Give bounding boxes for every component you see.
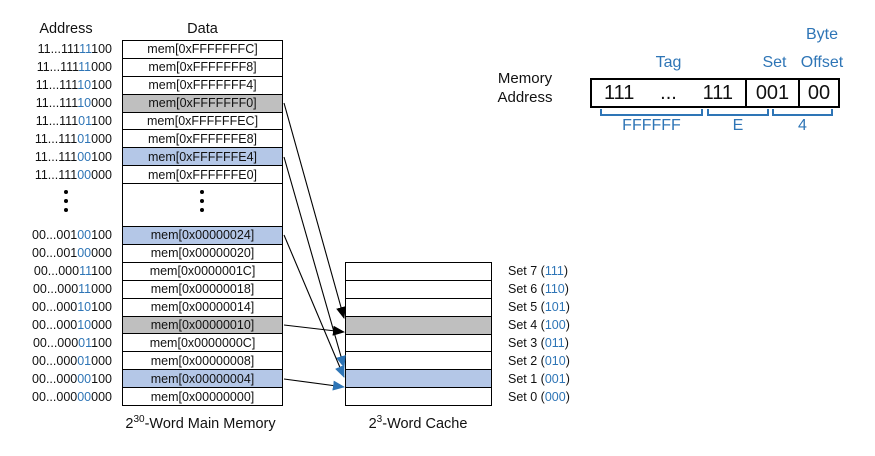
offset-field-value: 00 (798, 80, 838, 106)
memory-cell: mem[0x00000008] (123, 351, 282, 369)
main-memory-ellipsis-section (122, 184, 283, 226)
memory-cell: mem[0x00000018] (123, 279, 282, 298)
address-label: 00...00010000 (32, 318, 112, 332)
address-label: 00...00001000 (32, 354, 112, 368)
address-label: 11...11110100 (35, 78, 112, 92)
address-label: 00...00010100 (32, 300, 112, 314)
hex-group-value: E (732, 117, 744, 134)
cache-set-label: Set 2 (010) (508, 354, 570, 368)
byte-field-label: Byte (805, 26, 838, 43)
cache-set-labels: Set 7 (111) Set 6 (110) Set 5 (101) Set 4 (… (508, 262, 570, 406)
memory-cell: mem[0xFFFFFFF4] (123, 75, 282, 94)
memory-cell: mem[0xFFFFFFF0] (123, 93, 282, 112)
cache-set-label: Set 5 (101) (508, 300, 570, 314)
memory-cell: mem[0xFFFFFFFC] (147, 42, 258, 57)
main-memory-table-top: mem[0xFFFFFFFC]mem[0xFFFFFFF8]mem[0xFFFF… (122, 40, 283, 184)
main-memory-caption: 230-Word Main Memory (58, 414, 343, 432)
cache-set-row (346, 279, 491, 298)
caption-base: 2 (368, 415, 377, 432)
address-label: 11...11100000 (34, 168, 112, 182)
mapping-arrow (283, 378, 345, 391)
memory-cell: mem[0x0000001C] (123, 261, 282, 280)
memory-address-label: Memory Address (485, 69, 565, 107)
caption-exponent: 30 (133, 414, 145, 425)
data-column-header: Data (187, 21, 218, 37)
address-label: 11...11100100 (34, 150, 112, 164)
memory-cell: mem[0xFFFFFFE8] (123, 129, 282, 147)
tag-bits-left: 111 (604, 81, 635, 104)
address-label: 11...11101000 (34, 132, 112, 146)
memory-address-box: 111 ... 111 001 00 (590, 78, 840, 108)
cache-set-row (346, 333, 491, 352)
cache-set-row (346, 387, 491, 405)
cache-set-row (346, 351, 491, 369)
hex-group-value: 4 (798, 117, 807, 134)
address-column-bottom: 00...00100100 00...00100000 00...00011100 0… (0, 226, 112, 406)
memory-cell: mem[0xFFFFFFE4] (123, 147, 282, 166)
memory-cell: mem[0x00000020] (123, 243, 282, 262)
cache-set-row (346, 263, 491, 280)
hex-group-bracket-tag (600, 109, 703, 116)
tag-field-label: Tag (655, 54, 682, 71)
memory-cell: mem[0x00000010] (123, 315, 282, 334)
address-label: 00...00001100 (32, 336, 112, 350)
hex-group-bracket-4 (772, 109, 833, 116)
cache-set-label: Set 6 (110) (508, 282, 569, 296)
caption-text: -Word Cache (382, 415, 468, 432)
address-label: 00...00100100 (32, 228, 112, 242)
address-label: 00...00000100 (32, 372, 112, 386)
cache-set-label: Set 4 (100) (508, 318, 570, 332)
address-label: 00...00011000 (32, 282, 112, 296)
cache-set-label: Set 0 (000) (508, 390, 570, 404)
cache-caption: 23-Word Cache (333, 414, 503, 432)
memory-cell: mem[0xFFFFFFEC] (123, 111, 282, 130)
mapping-arrow (283, 324, 345, 336)
mapping-arrow (283, 102, 346, 319)
address-ellipsis-icon (64, 190, 68, 212)
address-label: 00...00000000 (32, 390, 112, 404)
cache-set-label: Set 1 (001) (508, 372, 570, 386)
address-column-top: 11...11111100 11...11111000 11...11110100 1… (0, 40, 112, 184)
address-label: 11...11111000 (36, 60, 112, 74)
memory-cell: mem[0x00000004] (123, 369, 282, 388)
cache-set-row (346, 369, 491, 388)
address-label: 00...00011100 (33, 264, 112, 278)
memory-cell: mem[0x00000024] (123, 227, 282, 244)
address-label: 00...00100000 (32, 246, 112, 260)
memory-cell: mem[0x0000000C] (123, 333, 282, 351)
caption-base: 2 (125, 415, 134, 432)
memory-cell: mem[0xFFFFFFF8] (123, 57, 282, 76)
cache-set-row (346, 297, 491, 316)
memory-cell: mem[0x00000000] (123, 387, 282, 405)
tag-field-value: 111 ... 111 (592, 80, 745, 106)
memory-address-label-line1: Memory (497, 70, 553, 87)
set-field-value: 001 (745, 80, 798, 106)
mapping-arrow (283, 234, 345, 378)
address-label: 11...11111100 (37, 42, 112, 56)
memory-address-label-line2: Address (497, 89, 553, 106)
data-ellipsis-icon (200, 190, 204, 212)
offset-field-label: Offset (800, 54, 844, 71)
set-field-label: Set (762, 54, 787, 71)
hex-group-value: FFFFFF (622, 117, 681, 134)
memory-cell: mem[0xFFFFFFE0] (123, 165, 282, 183)
cache-set-label: Set 7 (111) (508, 264, 569, 278)
mapping-arrow (283, 156, 346, 368)
cache-set-row (346, 315, 491, 334)
memory-cell: mem[0x00000014] (123, 297, 282, 316)
address-column-header: Address (39, 21, 93, 37)
tag-bits-right: 111 (702, 81, 733, 104)
cache-set-label: Set 3 (011) (508, 336, 569, 350)
address-label: 11...11110000 (35, 96, 112, 110)
main-memory-table-bottom: mem[0x00000024]mem[0x00000020]mem[0x0000… (122, 226, 283, 406)
cache-table (345, 262, 492, 406)
caption-text: -Word Main Memory (144, 415, 276, 432)
hex-group-bracket-e (707, 109, 769, 116)
address-label: 11...11101100 (35, 114, 112, 128)
tag-bits-ellipsis: ... (660, 81, 677, 104)
caption-exponent: 3 (376, 414, 383, 425)
